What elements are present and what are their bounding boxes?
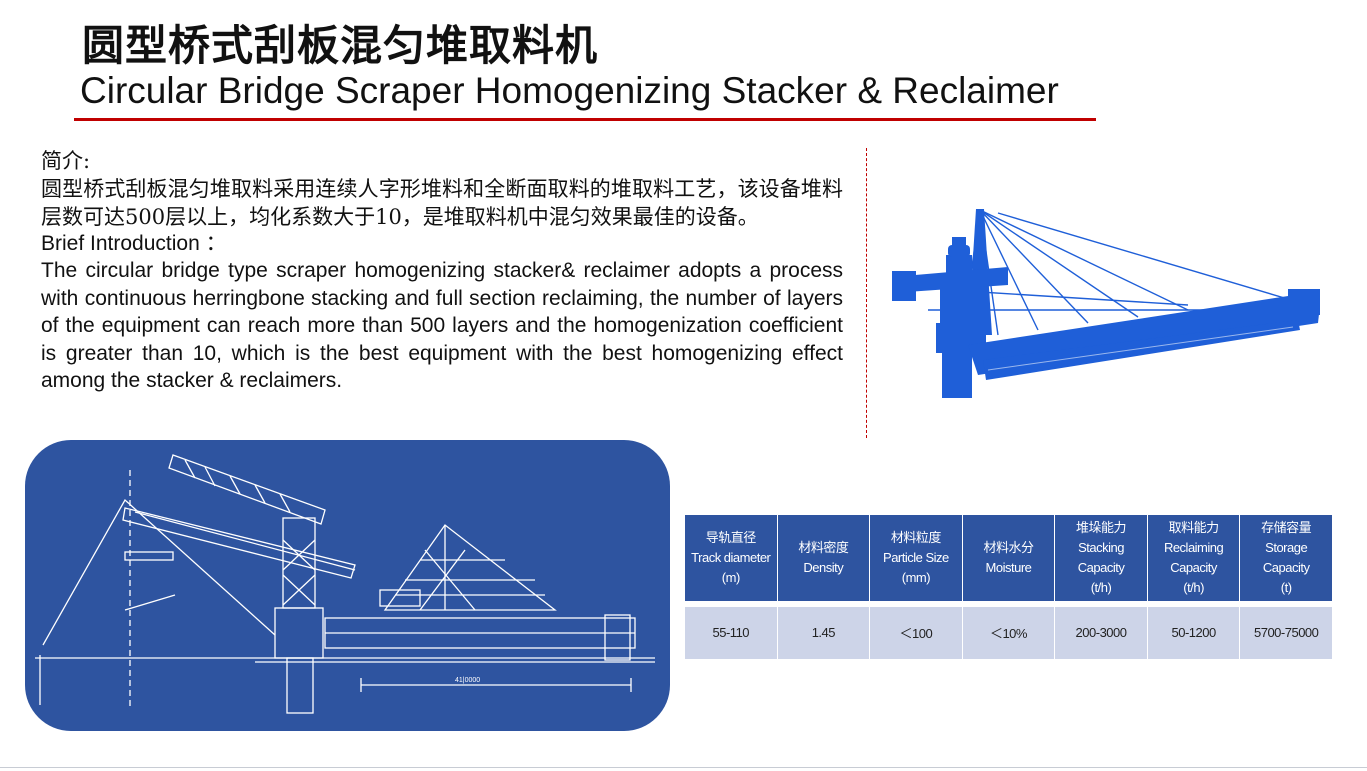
spec-value-stacking-capacity: 200-3000	[1054, 600, 1148, 660]
intro-zh-body: 圆型桥式刮板混匀堆取料采用连续人字形堆料和全断面取料的堆取料工艺，该设备堆料层数…	[41, 177, 843, 229]
spec-value-particle-size: ＜100	[869, 600, 963, 660]
machine-3d-image	[892, 209, 1320, 398]
intro-section: 简介: 圆型桥式刮板混匀堆取料采用连续人字形堆料和全断面取料的堆取料工艺，该设备…	[41, 147, 843, 395]
machine-line-drawing: 41|0000	[35, 454, 655, 714]
dashed-divider	[866, 148, 867, 438]
title-underline	[74, 118, 1096, 121]
spec-value-moisture: ＜10%	[961, 600, 1056, 660]
intro-en-body: The circular bridge type scraper homogen…	[41, 259, 843, 392]
machine-drawing-panel: 41|0000	[25, 440, 670, 731]
table-row: 55-110 1.45 ＜100 ＜10% 200-3000 50-1200 5…	[684, 600, 1333, 660]
page-title-zh: 圆型桥式刮板混匀堆取料机	[82, 21, 599, 70]
spec-value-density: 1.45	[776, 600, 871, 660]
page-title-en: Circular Bridge Scraper Homogenizing Sta…	[80, 70, 1059, 111]
spec-value-reclaiming-capacity: 50-1200	[1146, 600, 1241, 660]
intro-zh-heading: 简介:	[41, 149, 91, 173]
footer-divider	[0, 767, 1367, 768]
dimension-label: 41|0000	[455, 677, 480, 684]
spec-value-storage-capacity: 5700-75000	[1239, 600, 1333, 660]
intro-en-heading: Brief Introduction ：	[41, 232, 227, 255]
spec-value-track-diameter: 55-110	[684, 600, 778, 660]
